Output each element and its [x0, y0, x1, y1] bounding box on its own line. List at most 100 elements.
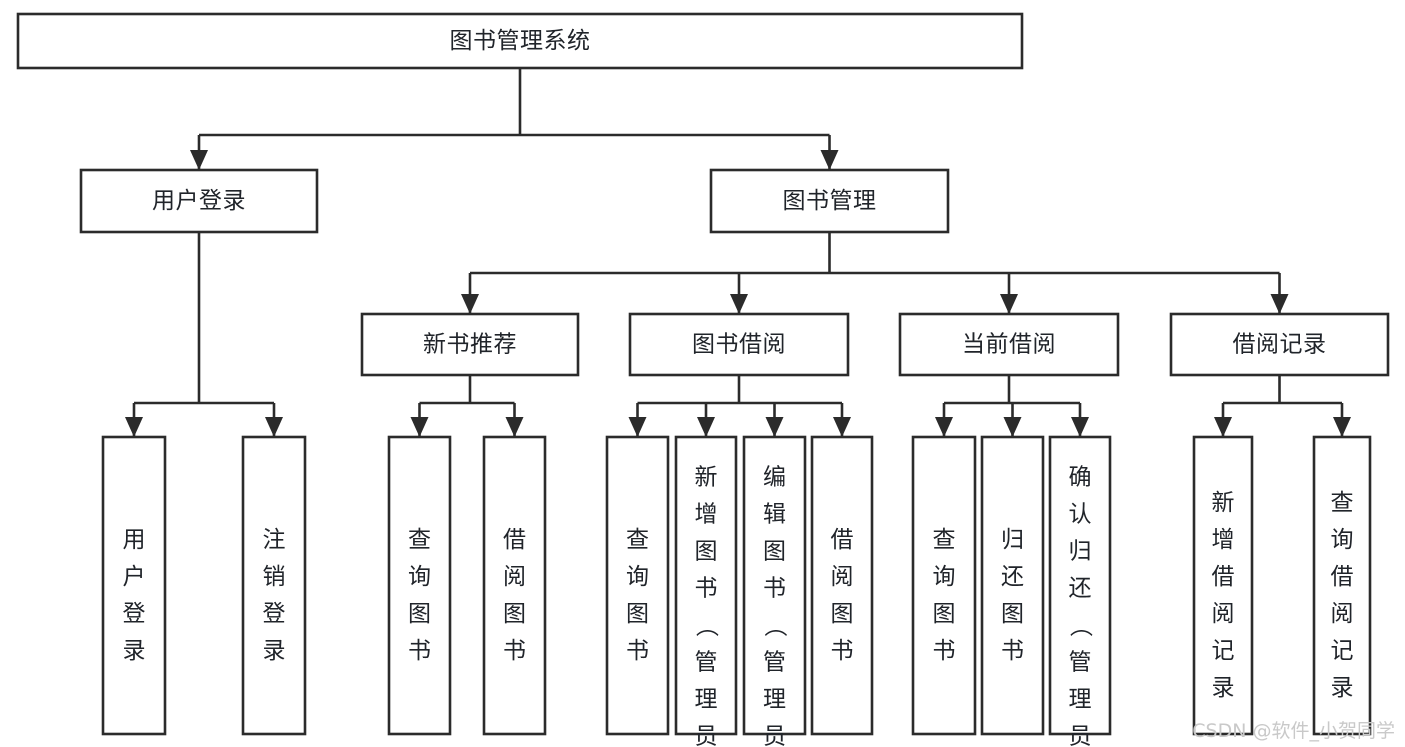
level2-node-1[interactable]: 图书管理 — [709, 168, 950, 234]
level3-node-1[interactable]: 图书借阅 — [628, 312, 850, 377]
level2-node-0-box[interactable] — [79, 168, 319, 234]
leaf-node-7-char: 图 — [831, 601, 854, 627]
leaf-node-9-box[interactable] — [980, 435, 1045, 736]
leaf-node-5-char: 图 — [695, 539, 718, 565]
leaf-node-2-char: 书 — [408, 638, 431, 664]
leaf-node-1-char: 销 — [263, 564, 286, 590]
level3-node-3-label: 借阅记录 — [1233, 332, 1327, 358]
leaf-node-12-char: 询 — [1331, 527, 1354, 553]
leaf-node-0-box[interactable] — [101, 435, 167, 736]
root-node-book-management-system-box[interactable] — [16, 12, 1024, 70]
leaf-node-2-box[interactable] — [387, 435, 452, 736]
leaf-node-10-box[interactable] — [1048, 435, 1112, 736]
leaf-node-6-char: 理 — [763, 687, 786, 713]
root-node-book-management-system[interactable]: 图书管理系统 — [16, 12, 1024, 70]
leaf-node-5-char: （ — [693, 614, 719, 637]
leaf-node-10-char: 理 — [1069, 687, 1092, 713]
leaf-node-12-box[interactable] — [1312, 435, 1372, 736]
leaf-node-0[interactable]: 用户登录 — [101, 435, 167, 736]
leaf-node-8-box[interactable] — [911, 435, 977, 736]
leaf-node-6-char: 员 — [763, 724, 786, 747]
leaf-node-6-char: 书 — [763, 576, 786, 602]
root-node-book-management-system-label: 图书管理系统 — [450, 28, 591, 54]
leaf-node-1-char: 注 — [263, 527, 286, 553]
level3-node-2-label: 当前借阅 — [962, 332, 1056, 358]
leaf-node-1-char: 录 — [263, 638, 286, 664]
leaf-node-10-char: 确 — [1069, 465, 1092, 491]
connector-layer — [125, 68, 1351, 437]
arrow-head-icon — [820, 150, 839, 170]
level3-node-3[interactable]: 借阅记录 — [1169, 312, 1390, 377]
leaf-node-5-char: 新 — [695, 465, 718, 491]
leaf-node-12-char: 阅 — [1331, 601, 1354, 627]
leaf-node-7-box[interactable] — [810, 435, 874, 736]
leaf-node-4-char: 书 — [626, 638, 649, 664]
level3-node-2-box[interactable] — [898, 312, 1120, 377]
leaf-node-12-char: 记 — [1331, 638, 1354, 664]
level3-node-0[interactable]: 新书推荐 — [360, 312, 580, 377]
leaf-node-1-box[interactable] — [241, 435, 307, 736]
leaf-node-8-char: 图 — [933, 601, 956, 627]
leaf-node-7-char: 书 — [831, 638, 854, 664]
leaf-node-3-char: 阅 — [503, 564, 526, 590]
level3-node-0-box[interactable] — [360, 312, 580, 377]
level2-node-1-box[interactable] — [709, 168, 950, 234]
leaf-node-10-char: 还 — [1069, 576, 1092, 602]
leaf-node-6-box[interactable] — [742, 435, 807, 736]
leaf-node-5-char: 管 — [695, 650, 718, 676]
leaf-node-5-char: 增 — [695, 502, 718, 528]
leaf-node-11-char: 增 — [1212, 527, 1235, 553]
leaf-node-3-box[interactable] — [482, 435, 547, 736]
arrow-head-icon — [410, 417, 429, 437]
level3-node-3-box[interactable] — [1169, 312, 1390, 377]
leaf-node-6-char: 管 — [763, 650, 786, 676]
leaf-node-9-char: 还 — [1001, 564, 1024, 590]
arrow-head-icon — [765, 417, 784, 437]
leaf-node-12-char: 录 — [1331, 675, 1354, 701]
level3-node-1-box[interactable] — [628, 312, 850, 377]
arrow-head-icon — [730, 294, 748, 314]
arrow-head-icon — [265, 417, 283, 437]
leaf-node-4-char: 图 — [626, 601, 649, 627]
leaf-node-0-char: 用 — [123, 527, 146, 553]
arrow-head-icon — [1071, 417, 1089, 437]
leaf-node-4-char: 询 — [626, 564, 649, 590]
leaf-node-7-char: 阅 — [831, 564, 854, 590]
leaf-node-2-char: 查 — [408, 527, 431, 553]
leaf-node-5-box[interactable] — [674, 435, 738, 736]
arrow-head-icon — [461, 294, 479, 314]
leaf-node-12-char: 借 — [1331, 564, 1354, 590]
level3-node-2[interactable]: 当前借阅 — [898, 312, 1120, 377]
arrow-head-icon — [628, 417, 647, 437]
leaf-node-11-box[interactable] — [1192, 435, 1254, 736]
leaf-node-6-char: （ — [762, 614, 788, 637]
leaf-node-10-char: 归 — [1069, 539, 1092, 565]
arrow-head-icon — [125, 417, 143, 437]
level3-node-0-label: 新书推荐 — [423, 332, 517, 358]
leaf-node-5-char: 员 — [695, 724, 718, 747]
arrow-head-icon — [935, 417, 953, 437]
node-layer: 图书管理系统用户登录图书管理新书推荐图书借阅当前借阅借阅记录用户登录注销登录查询… — [16, 12, 1390, 747]
level2-node-0[interactable]: 用户登录 — [79, 168, 319, 234]
leaf-node-0-char: 登 — [123, 601, 146, 627]
leaf-node-9-char: 图 — [1001, 601, 1024, 627]
leaf-node-11-char: 阅 — [1212, 601, 1235, 627]
leaf-node-4-box[interactable] — [605, 435, 670, 736]
leaf-node-1-char: 登 — [263, 601, 286, 627]
leaf-node-8-char: 查 — [933, 527, 956, 553]
leaf-node-3-char: 借 — [503, 527, 526, 553]
leaf-node-6-char: 编 — [763, 465, 786, 491]
